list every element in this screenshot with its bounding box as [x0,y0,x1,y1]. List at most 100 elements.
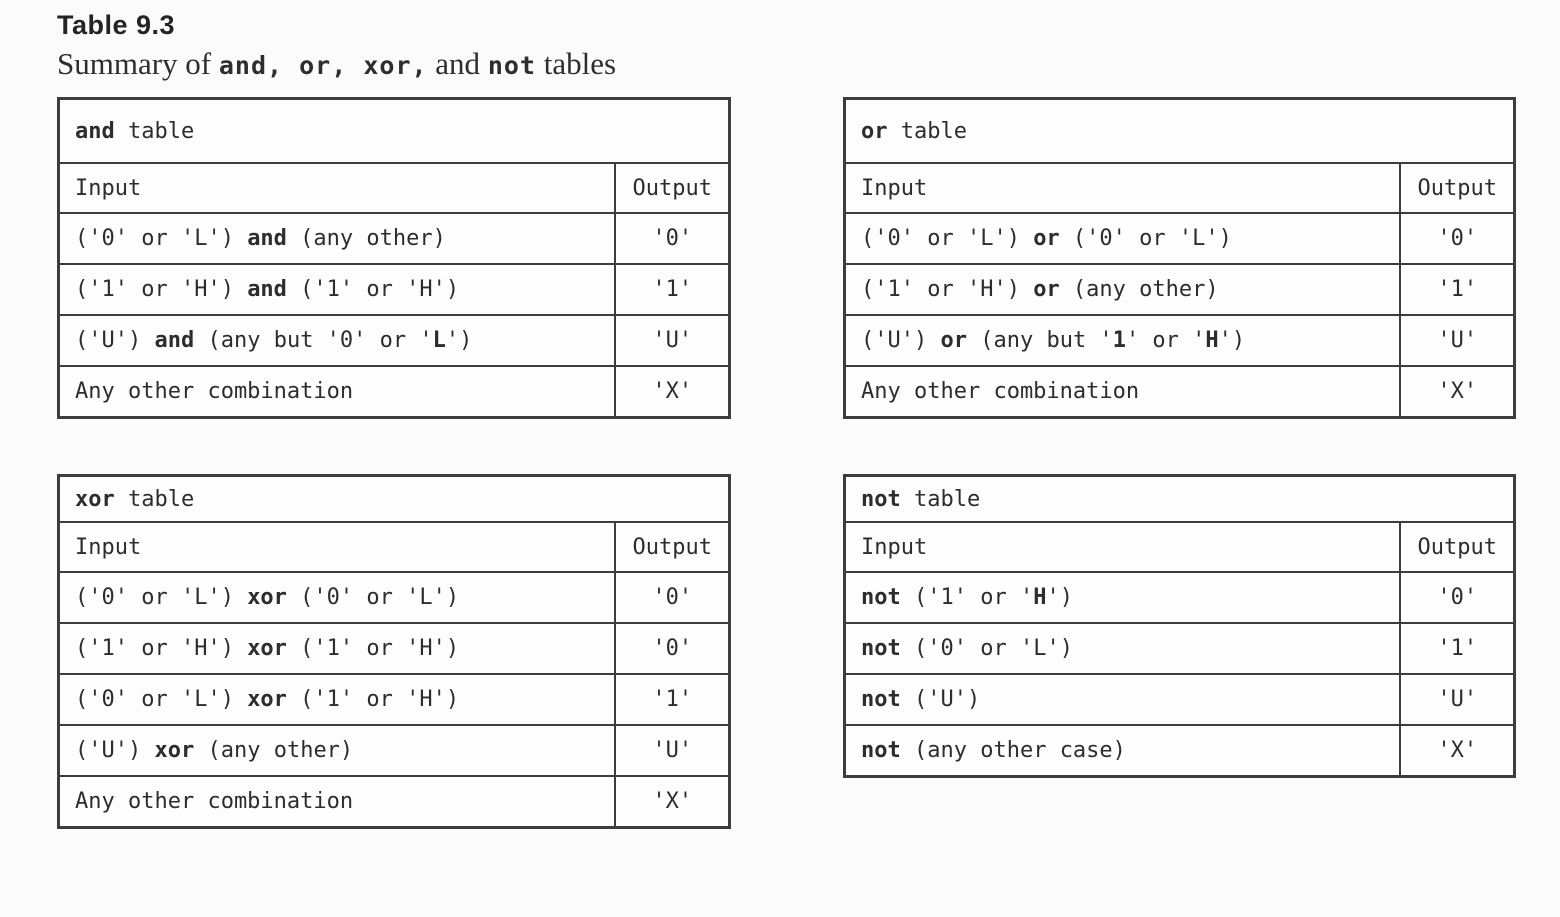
bold-text-segment: or [861,118,888,144]
output-cell: '0' [614,571,731,625]
text-segment: Any other combination [861,379,1140,405]
text-segment: ('1' or 'H') [286,687,460,713]
bold-text-segment: and [247,277,287,303]
text-segment: ('1' or ' [900,585,1034,611]
bold-text-segment: and [154,328,195,354]
bold-text-segment: and [247,226,287,252]
bold-text-segment: H [1205,328,1219,354]
output-cell: '0' [614,212,731,266]
table-caption: Summary of and, or, xor, and not tables [57,46,1520,81]
text-segment: (any other case) [900,738,1126,764]
table-row: ('U') xor (any other)'U' [57,724,731,778]
input-column-header: Input [57,521,617,574]
bold-text-segment: or [1033,277,1060,303]
table-row: not ('U')'U' [843,673,1516,727]
input-cell: not ('1' or 'H') [843,571,1402,625]
output-cell: 'U' [1399,314,1516,368]
table-title-row: xor table [57,474,731,524]
bold-text-segment: xor [154,738,195,764]
text-segment: ('1' or 'H') [286,636,460,662]
input-cell: ('1' or 'H') xor ('1' or 'H') [57,622,617,676]
table-title-and: and table [57,97,731,165]
bold-text-segment: xor [247,687,287,713]
text-segment: table [114,118,195,144]
table-row: ('0' or 'L') and (any other) '0' [57,212,731,266]
bold-text-segment: not [861,585,901,611]
text-segment: (any other) [1059,277,1219,303]
output-cell: '0' [1399,571,1516,625]
input-cell: Any other combination [57,365,617,419]
table-title-row: and table [57,97,731,165]
output-cell: 'U' [1399,673,1516,727]
input-cell: Any other combination [843,365,1402,419]
text-segment: ('U') [900,687,981,713]
table-row: ('0' or 'L') xor ('1' or 'H')'1' [57,673,731,727]
input-cell: ('0' or 'L') or ('0' or 'L') [843,212,1402,266]
input-cell: ('1' or 'H') and ('1' or 'H') [57,263,617,317]
table-row: ('0' or 'L') or ('0' or 'L')'0' [843,212,1516,266]
table-title-row: or table [843,97,1516,165]
text-segment: ('0' or 'L') [75,687,248,713]
table-row: Any other combination 'X' [843,365,1516,419]
table-row: not ('0' or 'L')'1' [843,622,1516,676]
bold-text-segment: not [861,738,901,764]
input-cell: not ('U') [843,673,1402,727]
output-cell: 'X' [1399,365,1516,419]
bold-text-segment: xor [247,585,287,611]
text-segment: ('0' or 'L') [861,226,1034,252]
output-cell: 'U' [614,724,731,778]
bold-text-segment: L [432,328,446,354]
bold-text-segment: xor [75,486,115,512]
text-segment: ('1' or 'H') [861,277,1034,303]
input-cell: ('1' or 'H') or (any other) [843,263,1402,317]
text-segment: ('0' or 'L') [75,226,248,252]
text-segment: ('0' or 'L') [900,636,1073,662]
output-cell: '1' [1399,622,1516,676]
text-segment: (any other) [286,226,446,252]
text-segment: ('U') [75,738,155,764]
text-segment: ('U') [75,328,155,354]
bold-text-segment: H [1033,585,1047,611]
text-segment: (any but ' [966,328,1113,354]
text-segment: ('1' or 'H') [75,277,248,303]
input-cell: ('U') and (any but '0' or 'L') [57,314,617,368]
output-cell: 'U' [614,314,731,368]
output-column-header: Output [614,521,731,574]
input-column-header: Input [843,162,1402,215]
table-title-xor: xor table [57,474,731,524]
output-cell: '0' [1399,212,1516,266]
table-row: not (any other case)'X' [843,724,1516,778]
text-segment: table [114,486,195,512]
output-cell: 'X' [1399,724,1516,778]
table-row: ('1' or 'H') or (any other)'1' [843,263,1516,317]
text-segment: table [887,118,967,144]
input-cell: ('U') or (any but '1' or 'H') [843,314,1402,368]
text-segment: ('1' or 'H') [286,277,460,303]
input-cell: not (any other case) [843,724,1402,778]
text-segment: ') [1218,328,1246,354]
input-cell: ('U') xor (any other) [57,724,617,778]
bold-text-segment: not [487,51,536,80]
text-segment: and [427,46,488,81]
input-cell: ('0' or 'L') xor ('1' or 'H') [57,673,617,727]
text-segment: (any other) [194,738,354,764]
text-segment: ') [1046,585,1073,611]
text-segment: Any other combination [75,789,354,815]
bold-text-segment: and [75,118,115,144]
output-cell: '1' [614,263,731,317]
text-segment: ('0' or 'L') [75,585,248,611]
output-cell: '0' [614,622,731,676]
text-segment: ('U') [861,328,941,354]
table-row: ('U') or (any but '1' or 'H')'U' [843,314,1516,368]
text-segment: ('0' or 'L') [286,585,460,611]
text-segment: Summary of [57,46,219,81]
output-cell: 'X' [614,775,731,829]
output-cell: '1' [614,673,731,727]
